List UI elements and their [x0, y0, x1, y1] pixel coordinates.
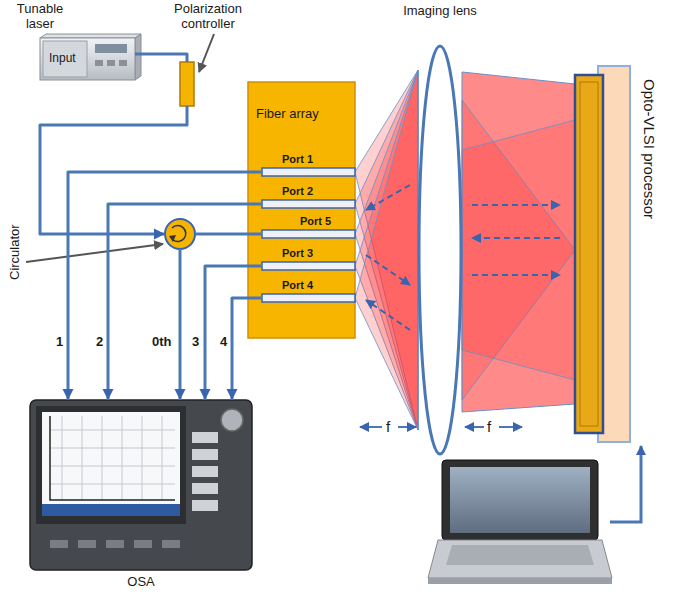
device-label: OSA	[30, 574, 252, 589]
port-number: 1	[55, 334, 64, 349]
arrowhead	[63, 389, 74, 400]
fiber-array-node: Fiber arrayPort 1 Port 2 Port 5 Port 3 Port …	[248, 82, 355, 338]
leader-arrow	[26, 244, 163, 262]
arrowhead	[175, 389, 186, 400]
leader-arrow	[199, 34, 214, 72]
connector-line	[135, 54, 187, 62]
connector-line	[108, 204, 262, 400]
port-node: Port 3	[262, 248, 355, 270]
port-node: Port 5	[262, 216, 355, 238]
port-label: Port 5	[300, 215, 331, 228]
connector-line	[205, 266, 262, 400]
port-number: 4	[219, 334, 228, 349]
focal-length-label: f	[386, 418, 390, 435]
device-label: Tunable laser	[4, 1, 76, 31]
polarization-controller-box	[180, 62, 194, 106]
device-label: Polarization controller	[158, 1, 258, 31]
connector	[103, 204, 263, 400]
port-label: Port 3	[282, 247, 313, 260]
laser-illustration	[40, 34, 141, 80]
device-label: Imaging lens	[400, 3, 480, 18]
focal-distance-arrows	[360, 426, 522, 428]
connector	[227, 298, 263, 400]
connector	[175, 249, 186, 400]
port-node: Port 1	[262, 154, 355, 176]
port-label: Port 4	[282, 279, 313, 292]
laptop-computer	[428, 460, 612, 584]
laser-node: Tunable laserInput	[40, 38, 135, 80]
opto-vlsi-processor	[575, 66, 630, 442]
port-node: Port 4	[262, 280, 355, 302]
panel-label: Input	[49, 51, 76, 65]
port-number: 0th	[151, 334, 173, 349]
osa-instrument	[30, 400, 252, 570]
connector-line	[195, 233, 262, 236]
arrowhead	[103, 389, 114, 400]
device-label: Fiber array	[256, 106, 319, 121]
connector-line	[232, 298, 262, 400]
connector-line	[68, 172, 262, 400]
device-label: Circulator	[7, 224, 22, 280]
controller-node: Polarization controller	[180, 62, 194, 106]
circulator-symbol	[165, 219, 195, 249]
light-beams	[355, 70, 575, 430]
dashed-ray-arrows	[366, 185, 560, 330]
arrowhead	[227, 389, 238, 400]
osa-node: OSA	[30, 400, 252, 570]
lens-node: Imaging lens	[418, 46, 462, 454]
device-label: Opto-VLSI processor	[641, 79, 658, 219]
port-label: Port 2	[282, 185, 313, 198]
port-label: Port 1	[282, 153, 313, 166]
connector	[135, 54, 187, 62]
connector-line	[179, 249, 182, 400]
lens-shape	[419, 46, 461, 454]
connector	[195, 234, 262, 235]
processor-node: Opto-VLSI processor	[575, 75, 603, 433]
connector	[200, 266, 263, 400]
port-number: 2	[95, 334, 104, 349]
fiber-array-block	[248, 82, 355, 338]
arrowhead	[200, 389, 211, 400]
arrowhead	[154, 229, 165, 240]
connector-line	[40, 106, 187, 234]
focal-length-label: f	[487, 418, 491, 435]
port-number: 3	[191, 334, 200, 349]
connector	[63, 172, 263, 400]
control-cable	[610, 446, 641, 522]
port-node: Port 2	[262, 186, 355, 208]
circulator-node: Circulator	[165, 219, 195, 249]
